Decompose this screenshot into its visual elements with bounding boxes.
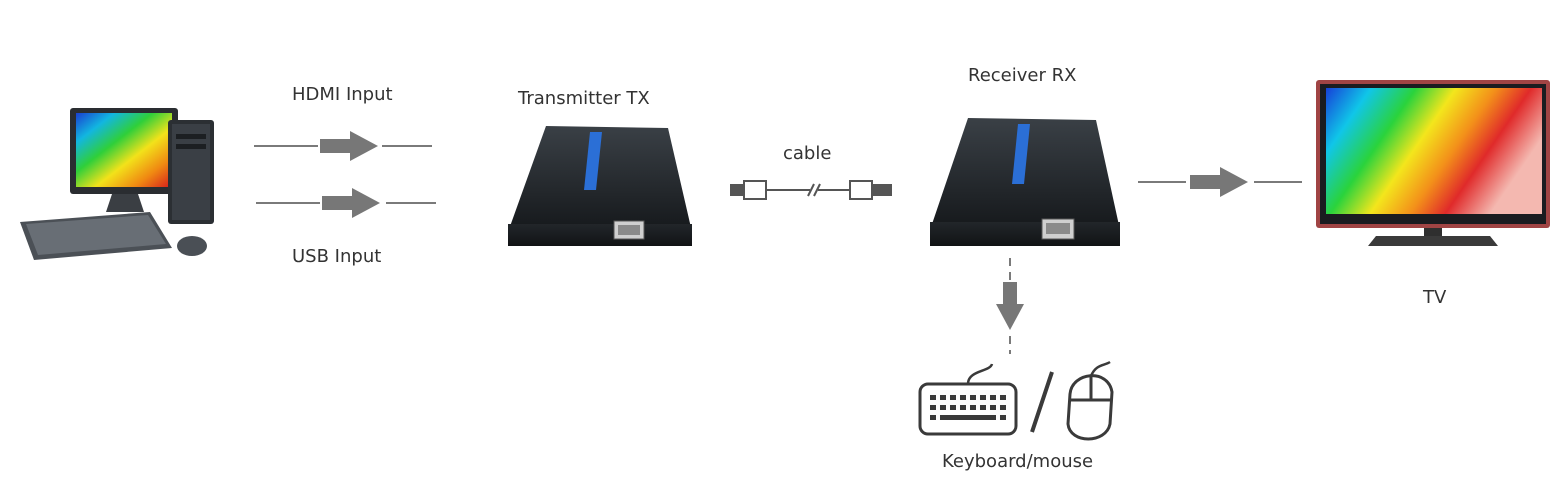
keyboard-icon — [918, 363, 1018, 436]
tv-icon — [1316, 80, 1550, 246]
receiver-device — [930, 118, 1120, 246]
down-arrow — [996, 258, 1024, 354]
tv-screen — [1326, 88, 1542, 214]
receiver-accent — [1012, 124, 1030, 184]
transmitter-accent — [584, 132, 602, 190]
mouse-shape — [177, 236, 207, 256]
computer-icon — [20, 108, 214, 260]
monitor-stand — [106, 194, 144, 212]
tv-stand — [1368, 236, 1498, 246]
tower-front — [172, 124, 210, 220]
mouse-icon — [1066, 360, 1114, 441]
transmitter-label: Transmitter TX — [518, 88, 650, 109]
transmitter-device — [508, 126, 692, 246]
monitor-screen — [76, 113, 172, 187]
tv-arrow — [1138, 167, 1302, 197]
usb-arrow — [256, 188, 436, 218]
usb-input-label: USB Input — [292, 246, 382, 267]
receiver-label: Receiver RX — [968, 65, 1077, 86]
cable-label: cable — [783, 143, 832, 164]
keyboard-mouse-label: Keyboard/mouse — [942, 451, 1094, 472]
hdmi-input-label: HDMI Input — [292, 84, 393, 105]
cable-icon — [730, 180, 892, 200]
slash-divider — [1030, 371, 1054, 433]
hdmi-arrow — [254, 131, 432, 161]
tv-label: TV — [1423, 287, 1447, 308]
